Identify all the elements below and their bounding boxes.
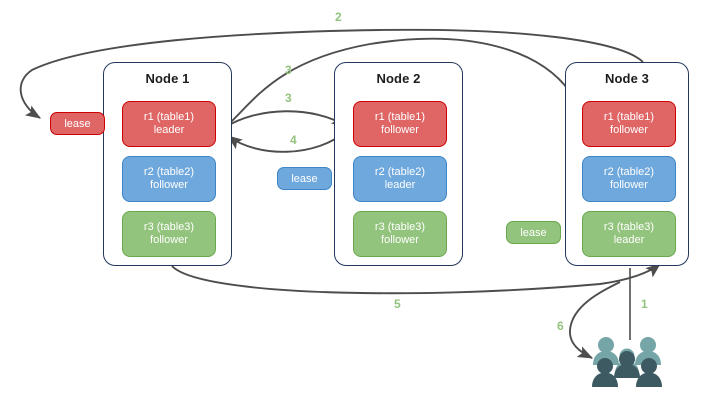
lease-label: lease — [520, 226, 547, 239]
replica-r1-node3[interactable]: r1 (table1) follower — [582, 101, 676, 147]
replica-name: r3 (table3) — [374, 220, 426, 233]
replica-name: r1 (table1) — [374, 110, 426, 123]
replica-r3-node2[interactable]: r3 (table3) follower — [353, 211, 447, 257]
edge-step-2 — [19, 28, 644, 119]
step-label-6: 6 — [557, 319, 564, 333]
users-group-icon — [592, 337, 662, 387]
replica-name: r2 (table2) — [374, 165, 426, 178]
replica-r3-node1[interactable]: r3 (table3) follower — [122, 211, 216, 257]
replica-name: r3 (table3) — [603, 220, 655, 233]
replica-name: r1 (table1) — [603, 110, 655, 123]
step-label-3a: 3 — [285, 63, 292, 77]
replica-role: leader — [153, 124, 185, 136]
replica-role: follower — [610, 179, 648, 191]
node-title: Node 1 — [145, 71, 190, 86]
step-label-1: 1 — [641, 297, 648, 311]
step-label-2: 2 — [335, 10, 342, 24]
replica-role: follower — [150, 234, 188, 246]
edge-step-3-to-node2 — [223, 110, 347, 129]
replica-r2-node3[interactable]: r2 (table2) follower — [582, 156, 676, 202]
replica-role: leader — [613, 234, 645, 246]
replica-name: r2 (table2) — [143, 165, 195, 178]
replica-r2-node1[interactable]: r2 (table2) follower — [122, 156, 216, 202]
replica-role: follower — [150, 179, 188, 191]
lease-badge-r2[interactable]: lease — [277, 167, 332, 190]
replica-role: leader — [384, 179, 416, 191]
step-label-4: 4 — [290, 133, 297, 147]
lease-badge-r1[interactable]: lease — [50, 112, 105, 135]
lease-badge-r3[interactable]: lease — [506, 221, 561, 244]
replica-r1-node1[interactable]: r1 (table1) leader — [122, 101, 216, 147]
node-title: Node 3 — [605, 71, 649, 86]
step-label-3b: 3 — [285, 91, 292, 105]
replica-role: follower — [381, 234, 419, 246]
lease-label: lease — [291, 172, 318, 185]
replica-r2-node2[interactable]: r2 (table2) leader — [353, 156, 447, 202]
node-box-node1[interactable]: Node 1 r1 (table1) leader r2 (table2) fo… — [103, 62, 232, 266]
lease-label: lease — [64, 117, 91, 130]
replica-r3-node3[interactable]: r3 (table3) leader — [582, 211, 676, 257]
node-box-node3[interactable]: Node 3 r1 (table1) follower r2 (table2) … — [565, 62, 689, 266]
replica-name: r3 (table3) — [143, 220, 195, 233]
edge-step-6 — [569, 281, 621, 359]
replica-role: follower — [610, 124, 648, 136]
replica-name: r2 (table2) — [603, 165, 655, 178]
replica-role: follower — [381, 124, 419, 136]
node-box-node2[interactable]: Node 2 r1 (table1) follower r2 (table2) … — [334, 62, 463, 266]
node-title: Node 2 — [376, 71, 421, 86]
edge-step-4 — [227, 129, 349, 153]
replica-r1-node2[interactable]: r1 (table1) follower — [353, 101, 447, 147]
edge-step-5 — [171, 263, 661, 295]
replica-name: r1 (table1) — [143, 110, 195, 123]
step-label-5: 5 — [394, 297, 401, 311]
